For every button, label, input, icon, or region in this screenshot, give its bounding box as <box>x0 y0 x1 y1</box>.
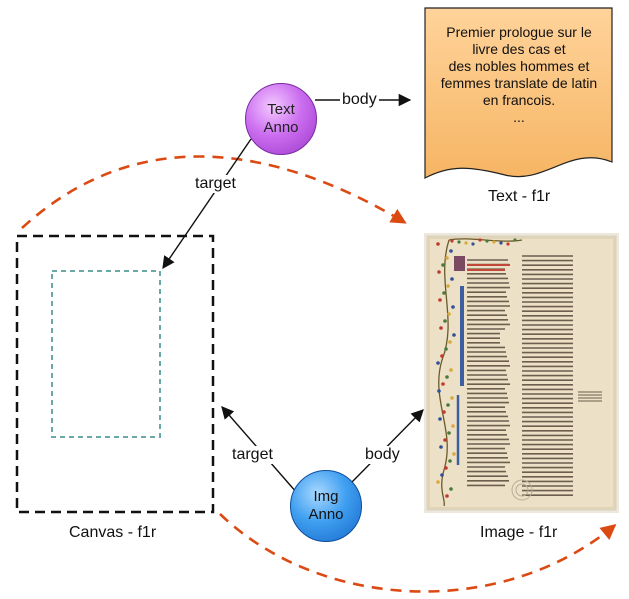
manuscript-image <box>424 233 619 513</box>
img-body-edge-label: body <box>363 446 402 464</box>
text-body-line: des nobles hommes et <box>448 58 590 74</box>
text-anno-line1: Text <box>267 101 295 118</box>
text-body-line: Premier prologue sur le <box>446 24 592 40</box>
text-annotation-node: Text Anno <box>245 83 317 155</box>
canvas-to-text-curve <box>21 155 407 229</box>
text-body-line: femmes translate de latin <box>440 75 598 91</box>
image-annotation-node: Img Anno <box>290 470 362 542</box>
canvas-caption: Canvas - f1r <box>69 524 157 541</box>
img-anno-line2: Anno <box>308 506 344 523</box>
text-target-edge-label: target <box>193 175 238 193</box>
text-body-document-shape <box>424 7 613 179</box>
canvas-to-image-curve <box>219 513 617 593</box>
text-body-edge-label: body <box>340 91 379 109</box>
canvas-frame <box>15 234 215 514</box>
img-target-edge-label: target <box>230 446 275 464</box>
text-body-line: livre des cas et <box>472 41 566 57</box>
img-anno-line1: Img <box>313 488 339 505</box>
text-target-arrow <box>162 138 252 270</box>
text-caption: Text - f1r <box>488 188 551 205</box>
text-anno-line2: Anno <box>263 119 299 136</box>
canvas-target-region <box>51 270 161 438</box>
text-body-line: en francois. <box>482 92 556 108</box>
text-body-content: Premier prologue sur le livre des cas et… <box>428 24 610 126</box>
image-caption: Image - f1r <box>480 524 558 541</box>
text-body-line: ... <box>513 109 525 125</box>
